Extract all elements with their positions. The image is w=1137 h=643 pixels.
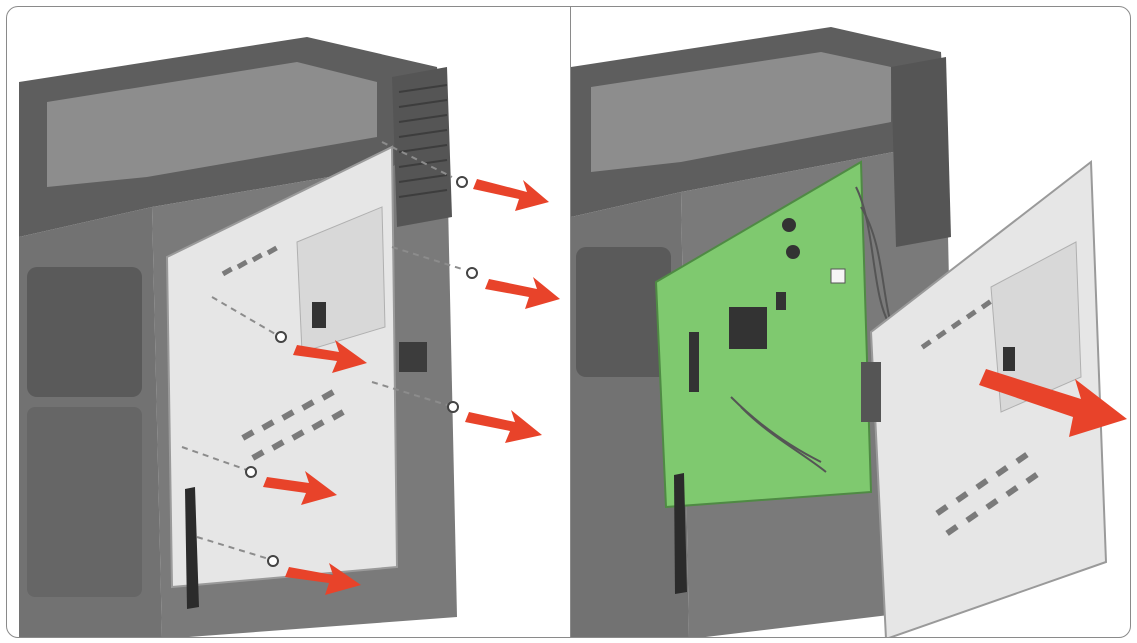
removal-arrows [263, 179, 560, 595]
capacitor [782, 218, 796, 232]
printer-board-exposed-drawing [571, 27, 1127, 637]
side-panel-lower [27, 407, 142, 597]
arrow-icon [293, 340, 367, 373]
printer-back-screws-drawing [19, 37, 560, 637]
side-panel-recess [576, 247, 671, 377]
output-tray [47, 62, 377, 187]
power-socket [399, 342, 427, 372]
rear-vent [891, 57, 951, 247]
cover-latch [312, 302, 326, 328]
wireless-antenna [185, 487, 199, 609]
arrow-icon [485, 277, 560, 309]
cover-perforations [221, 245, 345, 461]
arrow-icon [465, 410, 542, 443]
side-panel-recess [27, 267, 142, 397]
screw-icon [466, 267, 478, 279]
screw-icon [447, 401, 459, 413]
screw-guide-lines [181, 141, 463, 560]
board-connector [830, 268, 846, 284]
panel-remove-cover [571, 7, 1130, 637]
screw-icon [245, 466, 257, 478]
memory-slot [689, 332, 699, 392]
screws [245, 176, 478, 567]
board-component [776, 292, 786, 310]
output-tray [591, 52, 891, 172]
board-chip [729, 307, 767, 349]
arrow-icon [473, 179, 549, 211]
wireless-antenna [674, 473, 687, 594]
illustration-frame [6, 6, 1131, 638]
screw-icon [267, 555, 279, 567]
arrow-icon [263, 471, 337, 505]
rear-vent [392, 67, 452, 227]
cover-perforations [920, 299, 1039, 536]
screw-icon [456, 176, 468, 188]
cover-tab [861, 362, 881, 422]
cover-latch [1003, 347, 1015, 371]
arrow-icon [285, 563, 361, 595]
arrow-icon [979, 369, 1127, 437]
capacitor [786, 245, 800, 259]
panel-divider [570, 7, 571, 637]
panel-remove-screws [7, 7, 570, 637]
screw-icon [275, 331, 287, 343]
